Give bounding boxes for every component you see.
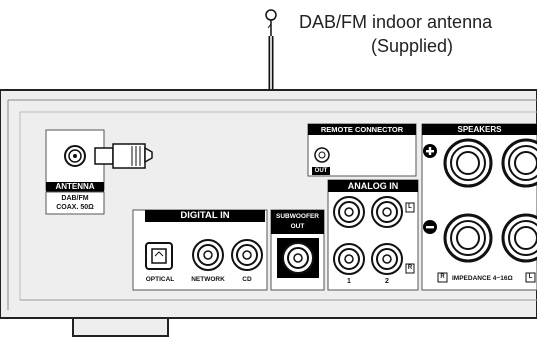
analog-input-1-label: 1 bbox=[347, 278, 351, 285]
impedance-label: IMPEDANCE 4~16Ω bbox=[452, 275, 513, 282]
speakers-header: SPEAKERS bbox=[457, 125, 502, 134]
remote-connector-section bbox=[307, 123, 417, 177]
speakers-left-label: L bbox=[528, 274, 533, 280]
speaker-terminal-plus-R bbox=[443, 138, 493, 188]
remote-out-label: OUT bbox=[314, 168, 328, 174]
antenna-sub1: DAB/FM bbox=[61, 195, 89, 202]
analog-jack-2R bbox=[371, 243, 403, 275]
antenna-sub2: COAX. 50Ω bbox=[56, 204, 94, 211]
analog-jack-2L bbox=[371, 196, 403, 228]
analog-in-section bbox=[327, 179, 419, 291]
optical-jack bbox=[145, 242, 173, 270]
subwoofer-section bbox=[270, 209, 325, 291]
plus-icon bbox=[423, 144, 437, 158]
analog-jack-1R bbox=[333, 243, 365, 275]
digital-in-header: DIGITAL IN bbox=[180, 210, 230, 221]
digital-cd-label: CD bbox=[242, 276, 252, 283]
antenna-plug bbox=[94, 143, 153, 169]
speakers-right-label: R bbox=[440, 274, 445, 280]
minus-icon bbox=[423, 220, 437, 234]
subwoofer-label-line1: SUBWOOFER bbox=[276, 213, 319, 220]
speakers-section bbox=[421, 123, 537, 291]
antenna-header: ANTENNA bbox=[55, 182, 95, 191]
speaker-terminal-plus-L bbox=[501, 138, 537, 188]
digital-network-label: NETWORK bbox=[191, 276, 225, 283]
antenna-caption-line1: DAB/FM indoor antenna bbox=[299, 12, 493, 32]
subwoofer-label-line2: OUT bbox=[290, 223, 305, 230]
remote-connector-header: REMOTE CONNECTOR bbox=[320, 125, 404, 134]
digital-optical-label: OPTICAL bbox=[145, 276, 175, 283]
speaker-terminal-minus-L bbox=[501, 213, 537, 263]
analog-jack-1L bbox=[333, 196, 365, 228]
analog-input-2-label: 2 bbox=[385, 278, 389, 285]
analog-right-label: R bbox=[407, 265, 413, 271]
analog-left-label: L bbox=[408, 204, 412, 210]
antenna-caption-line2: (Supplied) bbox=[371, 36, 454, 56]
device-foot bbox=[72, 317, 169, 337]
speaker-terminal-minus-R bbox=[443, 213, 493, 263]
cd-jack bbox=[231, 239, 263, 271]
network-jack bbox=[192, 239, 224, 271]
digital-in-section bbox=[132, 209, 268, 291]
antenna-tip-icon bbox=[265, 9, 277, 36]
analog-in-header: ANALOG IN bbox=[347, 181, 399, 191]
